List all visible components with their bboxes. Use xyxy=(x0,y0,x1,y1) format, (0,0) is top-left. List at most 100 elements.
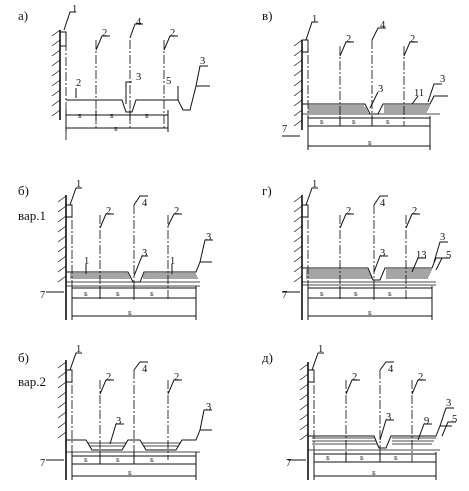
callout-label: 3 xyxy=(136,72,141,83)
callout-label: 2 xyxy=(76,78,81,89)
callout-label: 2 xyxy=(102,28,107,39)
dim-label: Б xyxy=(116,291,120,298)
column-element xyxy=(307,369,315,383)
callout-label: 3 xyxy=(440,74,445,85)
callout-label: 4 xyxy=(142,364,148,375)
callout-label: 7 xyxy=(40,290,45,301)
callout-label: 2 xyxy=(170,28,175,39)
callout-label: 1 xyxy=(76,344,81,355)
wall-hatching xyxy=(293,195,303,283)
floor-profile xyxy=(302,257,448,281)
callout-label: 11 xyxy=(414,88,424,99)
column-element xyxy=(301,204,309,218)
callout-label: 1 xyxy=(76,179,81,190)
callout-label: 3 xyxy=(378,84,383,95)
floor-profile xyxy=(66,85,210,113)
axis-lines xyxy=(307,205,407,300)
floor-layers-gravel xyxy=(302,269,436,286)
panel-d-title: д) xyxy=(262,350,273,365)
column-element xyxy=(301,39,309,53)
axis-lines xyxy=(71,370,169,460)
callout-label: 1 xyxy=(318,344,323,355)
callout-label: 3 xyxy=(206,232,211,243)
dim-label: Б xyxy=(368,310,372,317)
callout-label: 7 xyxy=(286,458,291,469)
callout-label: 3 xyxy=(380,248,385,259)
panel-d: д) Б Б Б Б 1 2 4 2 3 9 3 5 7 xyxy=(262,344,457,480)
callout-label: 4 xyxy=(380,198,386,209)
dimension-lines xyxy=(313,452,437,480)
callout-label: 5 xyxy=(452,414,457,425)
dim-label: Б xyxy=(78,113,82,120)
dim-label: Б xyxy=(326,455,330,462)
callout-label: 5 xyxy=(166,76,171,87)
dim-label: Б xyxy=(320,119,324,126)
callout-label: 2 xyxy=(418,372,423,383)
callout-label: 3 xyxy=(446,398,451,409)
column-element xyxy=(65,204,73,218)
leader-lines xyxy=(282,187,450,293)
dimension-lines xyxy=(307,116,431,150)
callout-label: 7 xyxy=(40,458,45,469)
panel-g-title: г) xyxy=(262,183,272,198)
dim-label: Б xyxy=(394,455,398,462)
wall-hatching xyxy=(51,29,61,117)
dim-label: Б xyxy=(368,140,372,147)
callout-label: 3 xyxy=(142,248,147,259)
panel-v-title: в) xyxy=(262,8,272,23)
dim-label: Б xyxy=(145,113,149,120)
panel-v: в) Б Б Б Б 1 2 4 2 3 3 11 7 xyxy=(262,8,448,150)
callout-label: 7 xyxy=(282,124,287,135)
axis-lines xyxy=(313,370,413,462)
wall-hatching xyxy=(299,363,309,441)
callout-label: 4 xyxy=(380,20,386,31)
panel-b1-title: б) xyxy=(18,183,29,198)
dim-label: Б xyxy=(352,119,356,126)
callout-label: 1 xyxy=(312,14,317,25)
dim-label: Б xyxy=(114,126,118,133)
panel-b-variant-1: б) вар.1 Б Б Б Б 1 2 4 2 3 1 3 1 7 xyxy=(18,179,213,320)
callout-label: 2 xyxy=(174,372,179,383)
panel-b2-variant: вар.2 xyxy=(18,374,46,389)
panel-b-variant-2: б) вар.2 Б Б Б Б 1 2 4 2 3 3 7 xyxy=(18,344,212,480)
wall-hatching xyxy=(57,361,67,439)
callout-label: 1 xyxy=(170,256,175,267)
callout-label: 2 xyxy=(410,34,415,45)
wall-hatching xyxy=(57,195,67,283)
panel-a-title: а) xyxy=(18,8,28,23)
dim-label: Б xyxy=(110,113,114,120)
callout-label: 3 xyxy=(116,416,121,427)
dim-label: Б xyxy=(84,457,88,464)
axis-lines xyxy=(307,40,405,150)
dim-label: Б xyxy=(386,119,390,126)
dim-label: Б xyxy=(150,291,154,298)
callout-label: 7 xyxy=(282,290,287,301)
dim-label: Б xyxy=(84,291,88,298)
callout-label: 2 xyxy=(346,34,351,45)
dimension-lines xyxy=(71,286,197,320)
floor-layers xyxy=(66,273,200,287)
axis-lines xyxy=(65,40,165,140)
callout-label: 5 xyxy=(446,250,451,261)
dim-label: Б xyxy=(372,470,376,477)
callout-label: 4 xyxy=(142,198,148,209)
callout-label: 2 xyxy=(412,206,417,217)
callout-label: 2 xyxy=(352,372,357,383)
wall-hatching xyxy=(293,39,303,127)
callout-label: 3 xyxy=(440,232,445,243)
callout-label: 2 xyxy=(106,372,111,383)
column-element xyxy=(59,31,67,47)
callout-label: 2 xyxy=(174,206,179,217)
trench-fill xyxy=(66,442,200,453)
dim-label: Б xyxy=(128,470,132,477)
callout-label: 2 xyxy=(346,206,351,217)
dimension-lines xyxy=(65,110,169,132)
leader-lines xyxy=(282,21,442,137)
panel-a: а) Б Б Б Б 1 2 4 2 2 3 5 3 xyxy=(18,4,210,140)
dim-label: Б xyxy=(354,291,358,298)
column-element xyxy=(65,369,73,383)
leader-lines xyxy=(288,352,456,461)
floor-profile xyxy=(66,429,212,451)
leader-lines xyxy=(63,11,208,104)
